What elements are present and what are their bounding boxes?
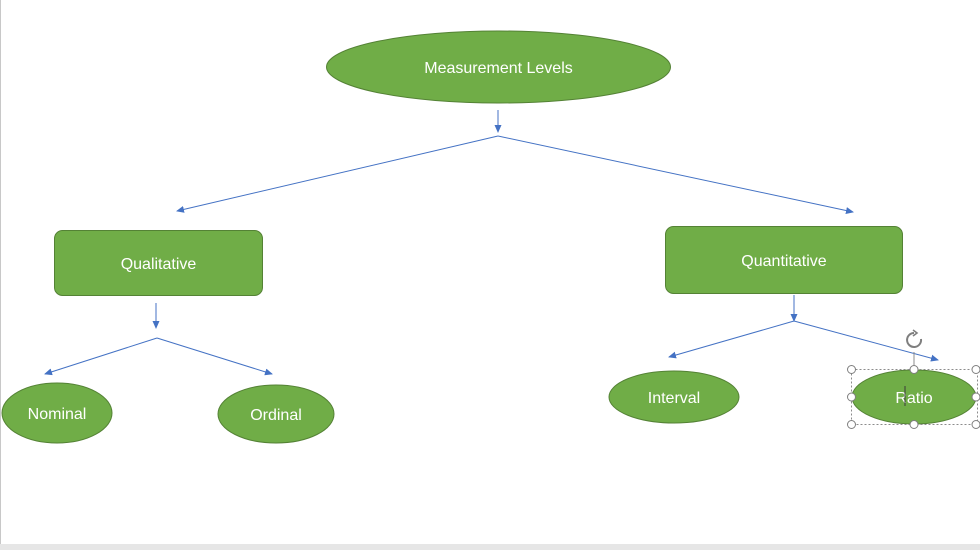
resize-handle-bottom-right[interactable]	[971, 420, 980, 429]
arrow-to-quantitative	[497, 135, 854, 214]
ordinal-ellipse[interactable]	[217, 384, 335, 444]
quantitative-node[interactable]: Quantitative	[665, 226, 903, 294]
resize-handle-bottom-left[interactable]	[847, 420, 856, 429]
arrow-to-nominal	[44, 337, 158, 376]
ratio-label: Ratio	[895, 390, 932, 407]
qualitative-label: Qualitative	[121, 256, 197, 273]
arrow-to-interval	[668, 320, 795, 359]
arrow-to-ordinal	[156, 337, 273, 376]
resize-handle-top-right[interactable]	[971, 365, 980, 374]
resize-handle-bottom[interactable]	[909, 420, 919, 429]
ordinal-node[interactable]: Ordinal	[217, 384, 335, 444]
resize-handle-top-left[interactable]	[847, 365, 856, 374]
ordinal-label: Ordinal	[250, 407, 302, 424]
resize-handle-left[interactable]	[847, 392, 856, 402]
qualitative-connectors	[44, 303, 273, 376]
selection-frame[interactable]	[847, 329, 980, 429]
nominal-ellipse[interactable]	[1, 382, 113, 444]
rotate-icon-arc	[906, 332, 923, 348]
root-ellipse[interactable]	[326, 30, 671, 104]
arrow-to-qualitative	[176, 135, 499, 213]
qualitative-box[interactable]	[54, 230, 263, 296]
interval-ellipse[interactable]	[608, 370, 740, 424]
root-node[interactable]: Measurement Levels	[326, 30, 671, 104]
root-label: Measurement Levels	[424, 60, 573, 77]
rotate-icon-arrow	[912, 329, 919, 337]
resize-handle-right[interactable]	[971, 392, 980, 402]
root-connectors	[176, 110, 854, 214]
resize-handle-top[interactable]	[909, 365, 919, 374]
qualitative-node[interactable]: Qualitative	[54, 230, 263, 296]
quantitative-box[interactable]	[665, 226, 903, 294]
rotate-icon[interactable]	[906, 329, 923, 348]
quantitative-label: Quantitative	[741, 253, 826, 270]
nominal-label: Nominal	[28, 406, 87, 423]
nominal-node[interactable]: Nominal	[1, 382, 113, 444]
interval-label: Interval	[648, 390, 700, 407]
interval-node[interactable]: Interval	[608, 370, 740, 424]
ratio-node[interactable]: Ratio	[851, 369, 977, 425]
